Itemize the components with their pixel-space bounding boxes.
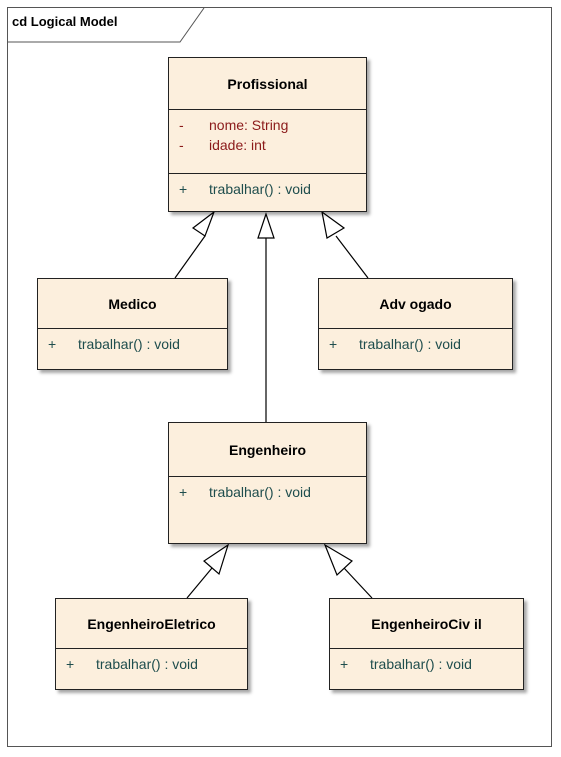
class-name: Medico bbox=[38, 279, 227, 329]
operations-compartment: + trabalhar() : void bbox=[330, 649, 523, 679]
operations-compartment: + trabalhar() : void bbox=[319, 329, 512, 359]
visibility-marker: - bbox=[179, 137, 184, 153]
operation-row: + trabalhar() : void bbox=[319, 334, 512, 354]
visibility-marker: + bbox=[179, 484, 188, 500]
operations-compartment: + trabalhar() : void bbox=[38, 329, 227, 359]
class-profissional[interactable]: Profissional - nome: String - idade: int… bbox=[168, 57, 367, 212]
class-name: Adv ogado bbox=[319, 279, 512, 329]
operation-row: + trabalhar() : void bbox=[56, 654, 247, 674]
generalization-arrowhead bbox=[203, 543, 230, 576]
operations-compartment: + trabalhar() : void bbox=[169, 477, 366, 507]
operation-text: trabalhar() : void bbox=[209, 181, 311, 197]
visibility-marker: + bbox=[329, 336, 338, 352]
visibility-marker: + bbox=[48, 336, 57, 352]
operation-text: trabalhar() : void bbox=[78, 336, 180, 352]
class-name: Engenheiro bbox=[169, 423, 366, 477]
generalization-arrowhead bbox=[257, 212, 275, 239]
operation-text: trabalhar() : void bbox=[96, 656, 198, 672]
generalization-arrowhead bbox=[321, 210, 346, 239]
attribute-text: idade: int bbox=[209, 137, 266, 153]
class-engenheiro-civil[interactable]: EngenheiroCiv il + trabalhar() : void bbox=[329, 598, 524, 690]
generalization-arrowhead bbox=[323, 543, 353, 577]
attribute-row: - nome: String bbox=[169, 115, 366, 135]
operations-compartment: + trabalhar() : void bbox=[56, 649, 247, 679]
visibility-marker: + bbox=[179, 181, 188, 197]
attribute-text: nome: String bbox=[209, 117, 289, 133]
attributes-compartment: - nome: String - idade: int bbox=[169, 110, 366, 174]
class-engenheiro-eletrico[interactable]: EngenheiroEletrico + trabalhar() : void bbox=[55, 598, 248, 690]
visibility-marker: - bbox=[179, 117, 184, 133]
frame-label: cd Logical Model bbox=[12, 14, 118, 29]
generalization-arrowhead bbox=[191, 210, 216, 237]
operations-compartment: + trabalhar() : void bbox=[169, 174, 366, 204]
class-engenheiro[interactable]: Engenheiro + trabalhar() : void bbox=[168, 422, 367, 544]
generalization-advogado-profissional bbox=[335, 235, 369, 279]
diagram-frame bbox=[7, 7, 552, 747]
operation-text: trabalhar() : void bbox=[359, 336, 461, 352]
class-name: EngenheiroEletrico bbox=[56, 599, 247, 649]
operation-row: + trabalhar() : void bbox=[330, 654, 523, 674]
generalization-medico-profissional bbox=[174, 235, 206, 279]
visibility-marker: + bbox=[66, 656, 75, 672]
class-advogado[interactable]: Adv ogado + trabalhar() : void bbox=[318, 278, 513, 370]
operation-row: + trabalhar() : void bbox=[38, 334, 227, 354]
visibility-marker: + bbox=[340, 656, 349, 672]
operation-row: + trabalhar() : void bbox=[169, 179, 366, 199]
class-medico[interactable]: Medico + trabalhar() : void bbox=[37, 278, 228, 370]
generalization-eletrico-engenheiro bbox=[186, 567, 213, 599]
operation-text: trabalhar() : void bbox=[209, 484, 311, 500]
operation-row: + trabalhar() : void bbox=[169, 482, 366, 502]
attribute-row: - idade: int bbox=[169, 135, 366, 155]
class-name: EngenheiroCiv il bbox=[330, 599, 523, 649]
class-name: Profissional bbox=[169, 58, 366, 110]
frame-tab bbox=[8, 8, 205, 43]
operation-text: trabalhar() : void bbox=[370, 656, 472, 672]
generalization-civil-engenheiro bbox=[343, 567, 373, 599]
